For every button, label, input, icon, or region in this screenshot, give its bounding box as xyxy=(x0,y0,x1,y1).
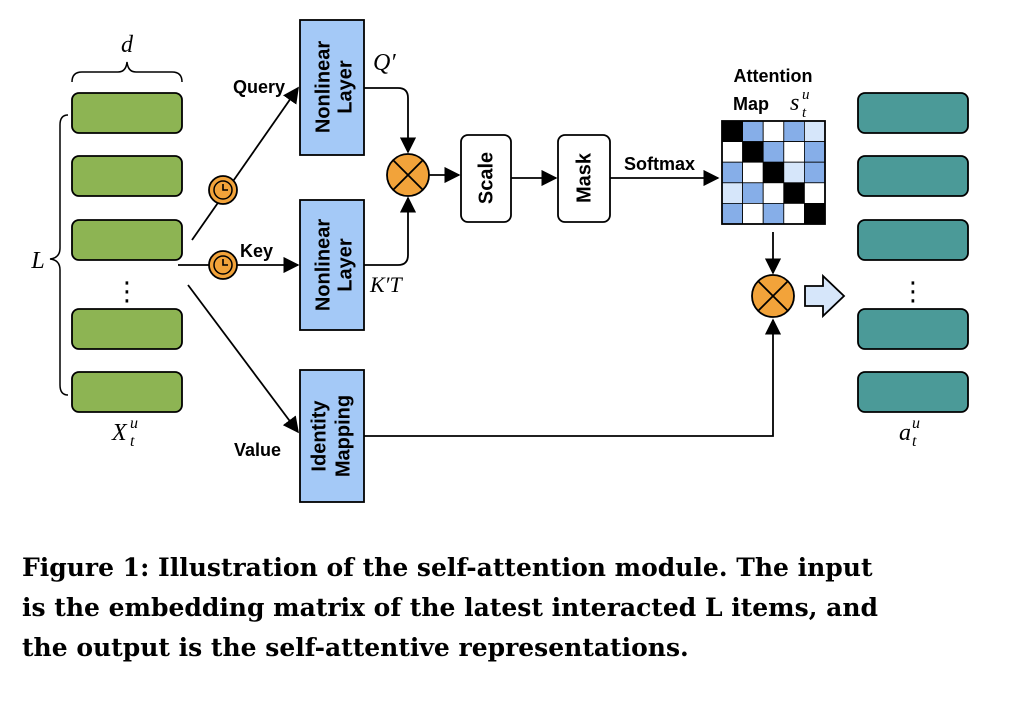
scale-label: Scale xyxy=(475,152,497,204)
attention-map-title-line2: Map xyxy=(733,94,769,114)
attention-map-title-line1: Attention xyxy=(734,66,813,86)
output-superscript-u: u xyxy=(912,415,920,432)
attention-cell xyxy=(804,202,826,225)
attention-cell xyxy=(804,141,826,163)
attention-cell xyxy=(783,202,805,225)
value-to-multiply-arrow xyxy=(364,318,782,437)
attention-cell xyxy=(721,141,744,163)
nonlinear-layer-query-text2: Layer xyxy=(334,60,356,114)
input-matrix-label: X u t xyxy=(111,415,138,450)
clock-icon xyxy=(208,175,238,205)
output-representation-stack xyxy=(857,92,969,413)
input-embedding-stack xyxy=(71,92,183,413)
multiply-node-av xyxy=(751,274,795,318)
attention-cell xyxy=(783,120,805,143)
input-subscript-t: t xyxy=(130,433,135,450)
d-brace xyxy=(71,61,183,83)
figure-caption: Figure 1: Illustration of the self-atten… xyxy=(22,553,878,662)
input-ellipsis: ⋮ xyxy=(114,277,140,307)
clock-icon xyxy=(208,250,238,280)
input-embedding-row xyxy=(71,155,183,197)
multiply-node-qk xyxy=(386,153,430,197)
output-representation-row xyxy=(857,155,969,197)
k-to-multiply-arrow xyxy=(364,196,417,266)
attention-cell xyxy=(804,161,826,184)
q-to-multiply-arrow xyxy=(364,87,417,154)
input-x-symbol: X xyxy=(111,420,128,446)
value-label: Value xyxy=(234,440,281,460)
value-arrow xyxy=(187,284,299,434)
attention-cell xyxy=(721,120,744,143)
nonlinear-layer-query-text1: Nonlinear xyxy=(312,41,334,133)
q-prime-label: Q′ xyxy=(373,50,396,76)
softmax-label: Softmax xyxy=(624,154,695,174)
L-label: L xyxy=(30,248,44,274)
attention-map-border xyxy=(721,120,826,225)
k-prime-t-label: K′T xyxy=(369,272,403,297)
output-matrix-label: a u t xyxy=(899,415,920,450)
attention-subscript-t: t xyxy=(802,105,807,121)
attention-cell xyxy=(762,182,785,204)
input-embedding-row xyxy=(71,219,183,261)
mask-label: Mask xyxy=(573,152,595,203)
output-subscript-t: t xyxy=(912,433,917,450)
output-a-symbol: a xyxy=(899,420,911,446)
attention-cell xyxy=(783,161,805,184)
identity-mapping-text1: Identity xyxy=(308,400,330,472)
input-superscript-u: u xyxy=(130,415,138,432)
nonlinear-layer-query-box xyxy=(299,19,365,156)
attention-s-symbol: s xyxy=(790,90,799,116)
output-representation-row xyxy=(857,219,969,261)
attention-cell xyxy=(742,182,764,204)
output-ellipsis: ⋮ xyxy=(900,277,926,307)
attention-cell xyxy=(742,202,764,225)
identity-mapping-text2: Mapping xyxy=(332,395,354,477)
attention-cell xyxy=(742,120,764,143)
key-label: Key xyxy=(240,241,273,261)
attention-cell xyxy=(762,161,785,184)
output-representation-row xyxy=(857,308,969,350)
attention-cell xyxy=(762,141,785,163)
attention-cell xyxy=(762,202,785,225)
input-embedding-row xyxy=(71,371,183,413)
attention-map-symbol: s u t xyxy=(790,87,810,121)
d-label: d xyxy=(121,32,134,58)
attention-map-grid xyxy=(721,120,826,225)
output-representation-row xyxy=(857,371,969,413)
nonlinear-layer-key-text2: Layer xyxy=(334,238,356,292)
L-brace xyxy=(49,114,69,396)
attention-cell xyxy=(721,182,744,204)
attention-cell xyxy=(804,120,826,143)
output-representation-row xyxy=(857,92,969,134)
input-embedding-row xyxy=(71,308,183,350)
attention-cell xyxy=(762,120,785,143)
attention-cell xyxy=(804,182,826,204)
attention-superscript-u: u xyxy=(802,87,810,103)
input-embedding-row xyxy=(71,92,183,134)
attention-cell xyxy=(721,202,744,225)
query-label: Query xyxy=(233,77,285,97)
attention-cell xyxy=(742,161,764,184)
nonlinear-layer-key-text1: Nonlinear xyxy=(312,219,334,311)
attention-cell xyxy=(742,141,764,163)
attention-cell xyxy=(721,161,744,184)
self-attention-diagram: d L ⋮ X u t ⋮ a u t xyxy=(30,19,969,503)
query-arrow xyxy=(191,86,299,241)
output-hollow-arrow xyxy=(804,273,846,319)
attention-cell xyxy=(783,182,805,204)
attention-cell xyxy=(783,141,805,163)
